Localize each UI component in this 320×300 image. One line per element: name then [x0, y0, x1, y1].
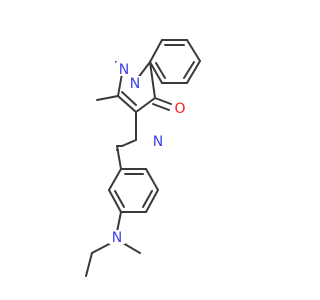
- bond: [116, 145, 122, 170]
- bond-inner: [155, 62, 166, 79]
- atom-n-amine: N: [112, 230, 122, 246]
- bond: [135, 97, 156, 113]
- bond: [186, 60, 201, 84]
- bond: [145, 168, 159, 191]
- bond: [149, 39, 163, 63]
- bond-inner: [114, 190, 125, 208]
- bond-ethyl: [85, 252, 93, 277]
- bond-ethyl: [91, 242, 112, 254]
- bond: [116, 211, 122, 233]
- bond: [186, 39, 201, 62]
- bond: [149, 61, 156, 99]
- bond-inner: [142, 190, 153, 208]
- phenyl-ring: [149, 39, 201, 84]
- ethyl-methyl-amine: [85, 211, 141, 277]
- molecule-diagram: N N O N N: [85, 39, 201, 277]
- pyrazolone-ring: [96, 61, 172, 113]
- bond-methyl: [96, 95, 119, 101]
- bond: [121, 139, 137, 147]
- benzene-ring: [108, 168, 159, 213]
- atom-n-ring-2: N: [119, 62, 129, 78]
- atom-oxygen: O: [174, 101, 185, 117]
- bond-double: [121, 91, 137, 106]
- bond: [145, 189, 159, 213]
- atom-n-ring-1: N: [130, 76, 140, 92]
- bond: [108, 189, 122, 213]
- bond-carbonyl: [152, 103, 170, 111]
- bond: [117, 95, 137, 113]
- bond-methyl: [122, 242, 141, 254]
- bond: [149, 61, 163, 84]
- imine-linker: [116, 111, 137, 170]
- bond: [108, 168, 122, 191]
- bond-inner: [183, 61, 195, 79]
- atom-labels: N N O N N: [109, 62, 188, 246]
- bond-carbonyl: [154, 97, 172, 105]
- structure-drawing: N N O N N: [85, 39, 201, 277]
- atom-n-imine: N: [153, 134, 163, 150]
